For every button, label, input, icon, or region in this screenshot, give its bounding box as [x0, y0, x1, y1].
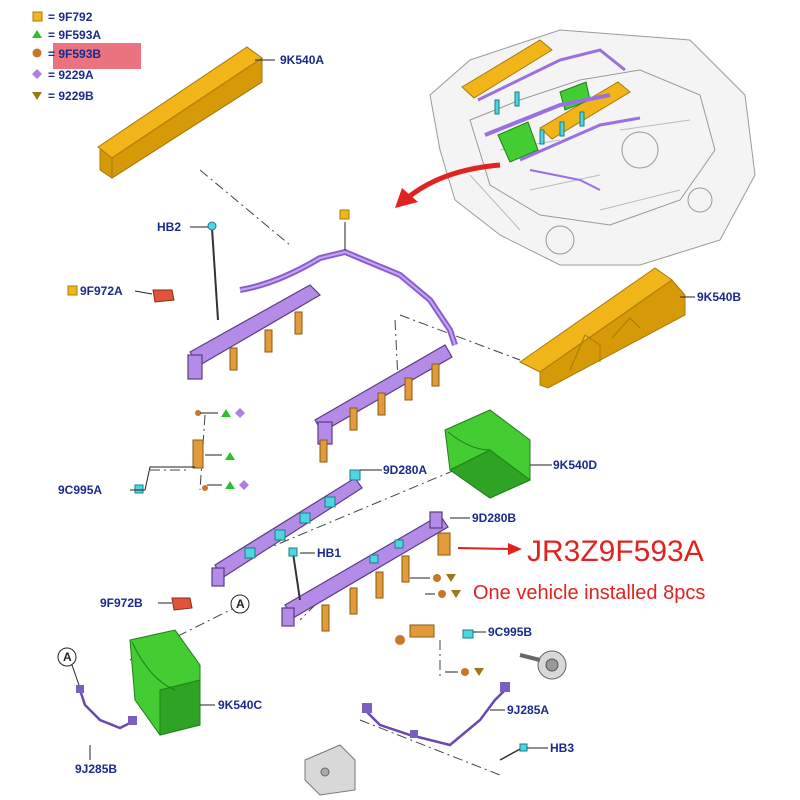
- cover-9k540d: [444, 409, 531, 499]
- legend-triangle-icon: [32, 30, 42, 38]
- label-9j285a: 9J285A: [507, 703, 549, 717]
- label-9f972a: 9F972A: [80, 284, 123, 298]
- legend-square-icon: [32, 11, 43, 22]
- leader-lines: [89, 59, 695, 760]
- fitting-9f972a: [152, 289, 175, 303]
- lower-fuel-rail-b: [281, 511, 451, 632]
- callout-square-icon-2: [339, 209, 350, 220]
- callout-square-icon: [67, 285, 78, 296]
- legend-diamond-icon: [32, 69, 42, 79]
- legend-item-2: = 9F593A: [48, 28, 101, 42]
- legend-item-3: = 9F593B: [48, 47, 101, 61]
- seal-stack-right: [395, 574, 484, 676]
- label-9c995b: 9C995B: [488, 625, 532, 639]
- wire-harness-9j285a: [304, 650, 567, 796]
- overlay-arrow-icon: [508, 543, 522, 555]
- legend-item-4: = 9229A: [48, 68, 94, 82]
- label-9c995a: 9C995A: [58, 483, 102, 497]
- wire-harness-9j285b: A: [57, 647, 137, 730]
- legend-item-1: = 9F792: [48, 10, 93, 24]
- label-9f972b: 9F972B: [100, 596, 143, 610]
- lower-fuel-rail-a: [211, 469, 363, 587]
- legend: = 9F792 = 9F593A = 9F593B = 9229A = 9229…: [32, 10, 141, 103]
- overlay-part-number: JR3Z9F593A: [527, 535, 704, 568]
- cover-9k540a: [97, 46, 263, 179]
- engine-inset: [429, 29, 756, 266]
- clip-9c995a: [134, 484, 144, 494]
- callout-a-circle: [230, 594, 250, 614]
- label-hb2: HB2: [157, 220, 181, 234]
- label-hb3: HB3: [550, 741, 574, 755]
- legend-triangle-down-icon: [32, 92, 42, 100]
- label-9k540d: 9K540D: [553, 458, 597, 472]
- label-9d280b: 9D280B: [472, 511, 516, 525]
- overlay-annotation: JR3Z9F593A One vehicle installed 8pcs: [457, 535, 705, 604]
- fitting-9f972b: [171, 597, 193, 611]
- callout-a-label: A: [236, 597, 245, 611]
- label-9k540a: 9K540A: [280, 53, 324, 67]
- seal-stack-left: [192, 408, 249, 491]
- upper-fuel-rail: [187, 221, 458, 463]
- label-9j285b: 9J285B: [75, 762, 117, 776]
- cover-9k540c: [129, 629, 201, 736]
- legend-highlight: [53, 43, 141, 69]
- pointer-arrow-head: [395, 188, 418, 208]
- cover-9k540b: [519, 267, 686, 389]
- legend-circle-icon: [32, 48, 42, 58]
- label-hb1: HB1: [317, 546, 341, 560]
- overlay-note: One vehicle installed 8pcs: [473, 582, 705, 604]
- label-9k540b: 9K540B: [697, 290, 741, 304]
- pointer-arrow: [403, 162, 501, 202]
- label-9k540c: 9K540C: [218, 698, 262, 712]
- label-9d280a: 9D280A: [383, 463, 427, 477]
- callout-a-label-2: A: [63, 650, 72, 664]
- legend-item-5: = 9229B: [48, 89, 94, 103]
